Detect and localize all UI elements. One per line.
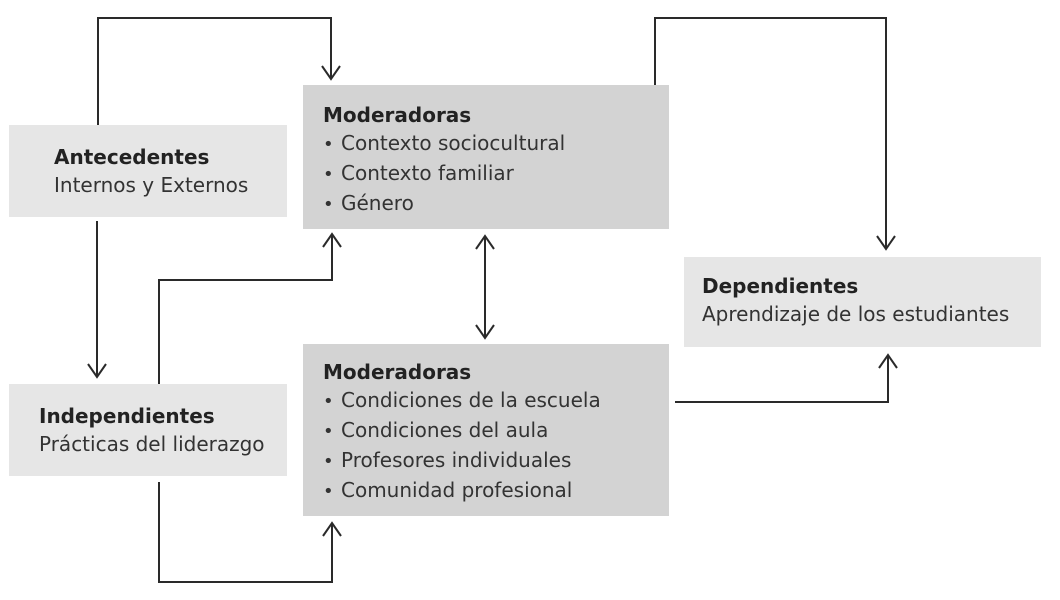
arrowhead	[321, 65, 341, 81]
antecedentes-title: Antecedentes	[54, 145, 210, 169]
antecedentes-subtitle: Internos y Externos	[54, 173, 249, 197]
dependientes-title: Dependientes	[702, 274, 859, 298]
arrow-moderadoras-2-to-dependientes	[675, 356, 889, 403]
bullet: •	[323, 481, 334, 502]
list-item: • Género	[323, 189, 669, 219]
dependientes-box: Dependientes Aprendizaje de los estudian…	[684, 257, 1041, 347]
list-item-label: Profesores individuales	[341, 448, 572, 472]
arrowhead	[876, 235, 896, 251]
bullet: •	[323, 164, 334, 185]
list-item-label: Género	[341, 191, 414, 215]
list-item-label: Contexto familiar	[341, 161, 514, 185]
moderadoras-box-2: Moderadoras • Condiciones de la escuela •…	[303, 344, 669, 516]
arrowhead	[87, 363, 107, 379]
dependientes-subtitle: Aprendizaje de los estudiantes	[702, 302, 1010, 326]
arrowhead	[475, 234, 495, 250]
arrowhead	[475, 324, 495, 340]
arrowhead	[322, 521, 342, 537]
moderadoras-2-title: Moderadoras	[323, 360, 472, 384]
list-item: • Condiciones de la escuela	[323, 386, 669, 416]
list-item: • Profesores individuales	[323, 446, 669, 476]
arrow-antecedentes-to-moderadoras	[97, 17, 332, 125]
arrow-independientes-to-moderadoras-1	[158, 235, 333, 384]
bullet: •	[323, 451, 334, 472]
arrowhead	[878, 353, 898, 369]
independientes-title: Independientes	[39, 404, 215, 428]
bullet: •	[323, 194, 334, 215]
independientes-subtitle: Prácticas del liderazgo	[39, 432, 265, 456]
bullet: •	[323, 134, 334, 155]
moderadoras-1-list: • Contexto sociocultural • Contexto famili…	[323, 129, 669, 219]
bullet: •	[323, 391, 334, 412]
list-item: • Contexto sociocultural	[323, 129, 669, 159]
list-item-label: Contexto sociocultural	[341, 131, 566, 155]
moderadoras-box-1: Moderadoras • Contexto sociocultural • Con…	[303, 85, 669, 229]
arrowhead	[322, 232, 342, 248]
list-item: • Comunidad profesional	[323, 476, 669, 506]
list-item-label: Condiciones del aula	[341, 418, 549, 442]
list-item-label: Condiciones de la escuela	[341, 388, 601, 412]
list-item-label: Comunidad profesional	[341, 478, 573, 502]
bullet: •	[323, 421, 334, 442]
arrow-moderadoras-1-to-dependientes	[654, 17, 887, 248]
list-item: • Condiciones del aula	[323, 416, 669, 446]
moderadoras-1-title: Moderadoras	[323, 103, 472, 127]
arrow-independientes-to-moderadoras-2	[158, 482, 333, 583]
list-item: • Contexto familiar	[323, 159, 669, 189]
independientes-box: Independientes Prácticas del liderazgo	[9, 384, 287, 476]
antecedentes-box: Antecedentes Internos y Externos	[9, 125, 287, 217]
moderadoras-2-list: • Condiciones de la escuela • Condiciones …	[323, 386, 669, 506]
